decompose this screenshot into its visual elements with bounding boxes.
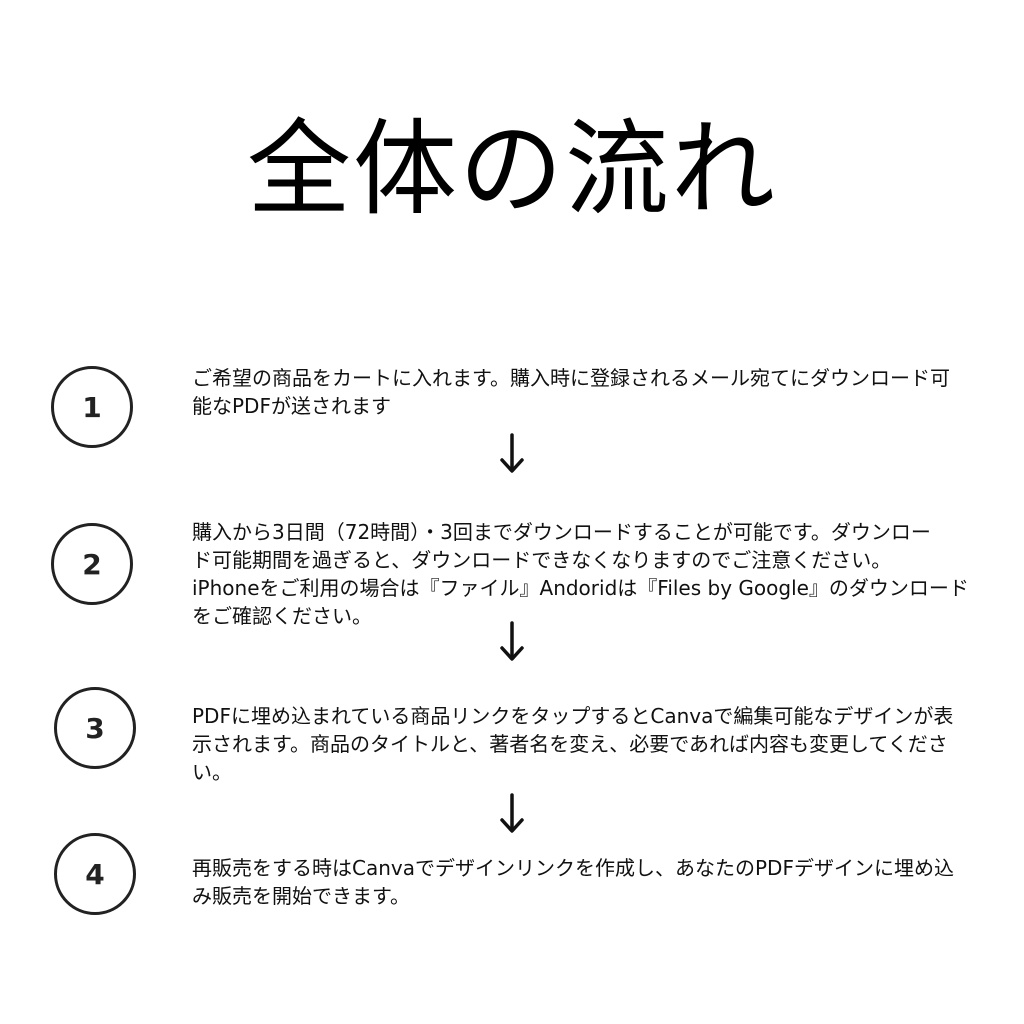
step-text: PDFに埋め込まれている商品リンクをタップするとCanvaで編集可能なデザインが… <box>192 704 954 784</box>
step-number-circle: 1 <box>51 366 133 448</box>
page-title: 全体の流れ <box>246 108 777 230</box>
step-number: 3 <box>85 711 105 745</box>
step-number-circle: 3 <box>54 687 136 769</box>
step-text: ご希望の商品をカートに入れます。購入時に登録されるメール宛てにダウンロード可 能… <box>192 366 950 418</box>
step-number: 4 <box>85 857 105 891</box>
arrow-down-icon <box>500 433 524 473</box>
arrow-down-icon <box>500 621 524 661</box>
step-text: 購入から3日間（72時間）・3回までダウンロードすることが可能です。ダウンロー … <box>192 520 969 628</box>
step-text: 再販売をする時はCanvaでデザインリンクを作成し、あなたのPDFデザインに埋め… <box>192 856 954 908</box>
step-number-circle: 2 <box>51 523 133 605</box>
step-number: 1 <box>82 390 102 424</box>
step-number-circle: 4 <box>54 833 136 915</box>
arrow-down-icon <box>500 793 524 833</box>
step-number: 2 <box>82 547 102 581</box>
